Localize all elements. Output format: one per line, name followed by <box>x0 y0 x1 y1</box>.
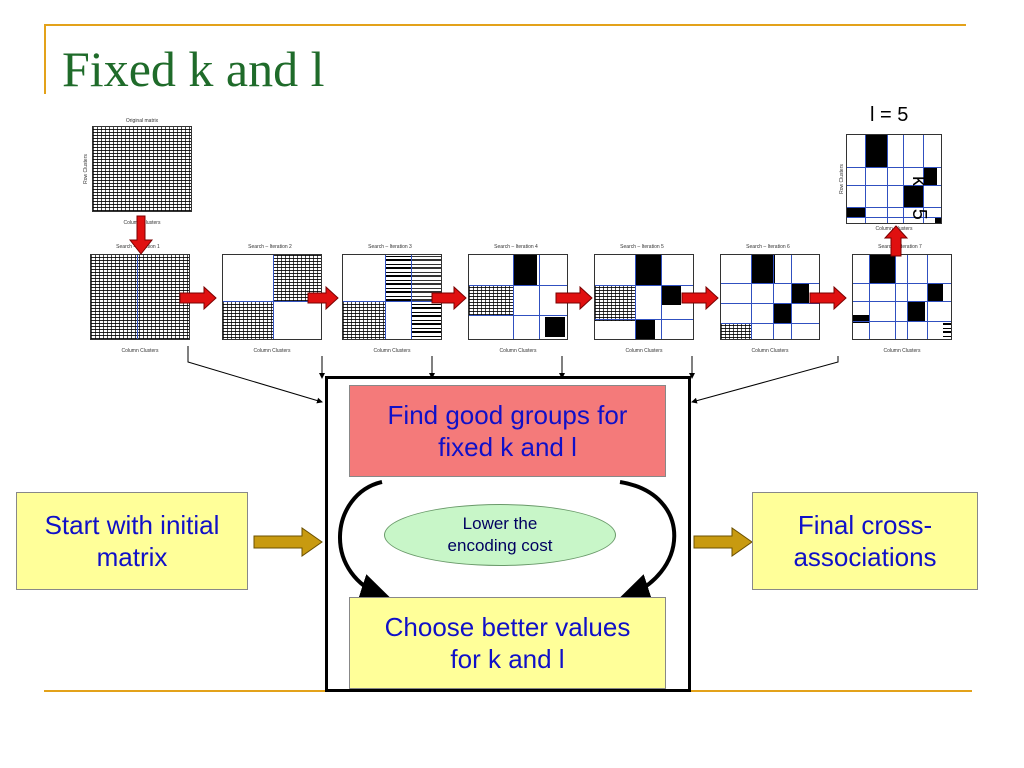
final-ylabel: Row Clusters <box>839 164 845 194</box>
iteration-matrix <box>90 254 190 340</box>
find-groups-box: Find good groups for fixed k and l <box>349 385 666 477</box>
gold-arrow-loop-to-final <box>693 527 753 557</box>
start-box: Start with initial matrix <box>16 492 248 590</box>
iteration-plot-6: Search – Iteration 6 Column Clusters <box>706 244 822 356</box>
iteration-title: Search – Iteration 6 <box>746 244 790 250</box>
iteration-title: Search – Iteration 3 <box>368 244 412 250</box>
iteration-title: Search – Iteration 4 <box>494 244 538 250</box>
iteration-plot-1: Search – Iteration 1 Column Clusters <box>76 244 192 356</box>
iteration-matrix <box>720 254 820 340</box>
iteration-plot-2: Search – Iteration 2 Column Clusters <box>208 244 324 356</box>
iteration-matrix <box>852 254 952 340</box>
iteration-xlabel: Column Clusters <box>751 348 789 354</box>
original-matrix-plot: Original matrix Column Clusters Row Clus… <box>78 116 198 228</box>
k-label: k = 5 <box>908 176 930 220</box>
iteration-plot-5: Search – Iteration 5 Column Clusters <box>580 244 696 356</box>
iteration-plot-3: Search – Iteration 3 Column Clusters <box>328 244 444 356</box>
final-box: Final cross-associations <box>752 492 978 590</box>
final-xlabel: Column Clusters <box>875 226 913 232</box>
final-matrix <box>846 134 942 224</box>
iteration-xlabel: Column Clusters <box>253 348 291 354</box>
iteration-title: Search – Iteration 5 <box>620 244 664 250</box>
choose-better-box: Choose better values for k and l <box>349 597 666 689</box>
original-matrix-ylabel: Row Clusters <box>83 154 89 184</box>
iteration-plot-7: Search – Iteration 7 Column Clusters <box>838 244 954 356</box>
final-plot: Column Clusters Row Clusters <box>826 128 946 232</box>
iteration-xlabel: Column Clusters <box>625 348 663 354</box>
iteration-matrix <box>468 254 568 340</box>
iteration-matrix <box>342 254 442 340</box>
gold-arrow-start-to-loop <box>253 527 323 557</box>
iteration-title: Search – Iteration 7 <box>878 244 922 250</box>
iteration-plot-4: Search – Iteration 4 Column Clusters <box>454 244 570 356</box>
iteration-xlabel: Column Clusters <box>373 348 411 354</box>
original-matrix-xlabel: Column Clusters <box>123 220 161 226</box>
original-matrix-title: Original matrix <box>125 118 159 124</box>
iteration-xlabel: Column Clusters <box>121 348 159 354</box>
lower-cost-ellipse: Lower the encoding cost <box>384 504 616 566</box>
iteration-title: Search – Iteration 2 <box>248 244 292 250</box>
l-label: l = 5 <box>870 104 909 126</box>
iteration-matrix <box>594 254 694 340</box>
iteration-matrix <box>222 254 322 340</box>
iteration-title: Search – Iteration 1 <box>116 244 160 250</box>
top-accent-line <box>44 24 966 26</box>
iteration-xlabel: Column Clusters <box>499 348 537 354</box>
original-matrix-image <box>92 126 192 212</box>
iteration-xlabel: Column Clusters <box>883 348 921 354</box>
left-accent-line <box>44 24 46 94</box>
search-loop-container <box>325 376 691 692</box>
slide-title: Fixed k and l <box>62 41 325 97</box>
